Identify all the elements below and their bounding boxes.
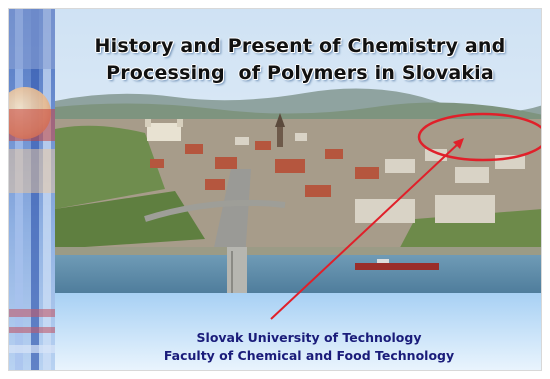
university-name: Slovak University of Technology [196, 330, 422, 345]
decorative-strip [9, 9, 55, 370]
slide-title-line2: Processing of Polymers in Slovakia [106, 62, 494, 84]
strip-band [9, 327, 55, 333]
strip-band [9, 149, 55, 193]
title-slide: History and Present of Chemistry and Pro… [8, 8, 542, 371]
strip-band [9, 345, 55, 353]
strip-band [9, 109, 55, 141]
faculty-name: Faculty of Chemical and Food Technology [163, 348, 455, 363]
strip-band [9, 309, 55, 317]
strip-band [9, 9, 55, 69]
slide-title-line1: History and Present of Chemistry and [94, 35, 506, 57]
